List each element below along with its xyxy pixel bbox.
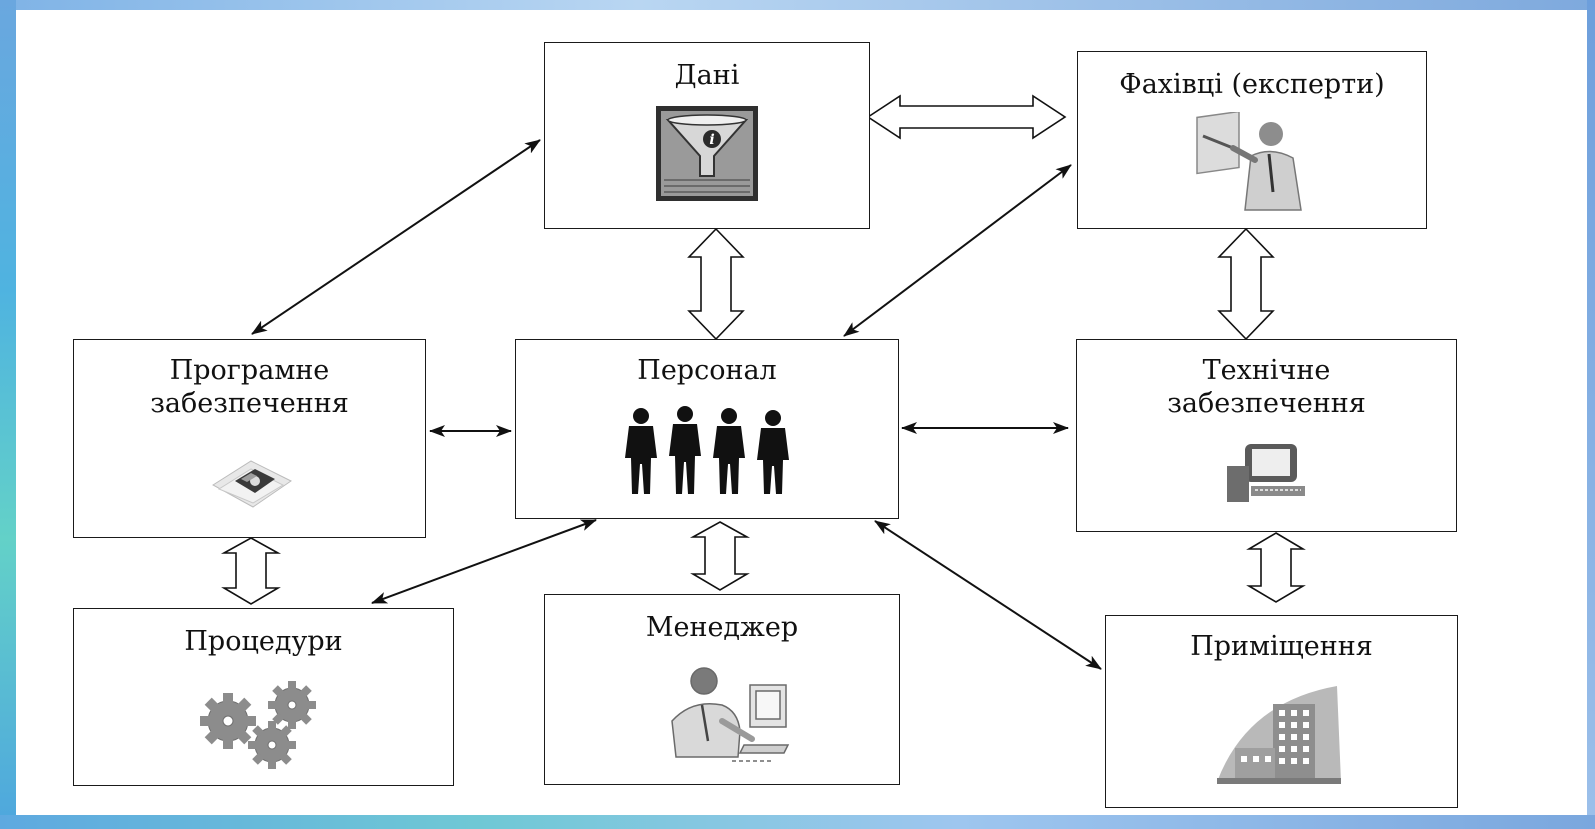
- computer-icon: [1225, 440, 1309, 506]
- link-data-experts: [866, 94, 1067, 140]
- link-software-procedures: [220, 537, 282, 605]
- node-personnel-label: Персонал: [637, 355, 777, 386]
- people-group-icon: [621, 406, 793, 496]
- slide-background-left: [0, 0, 16, 829]
- slide-background-top: [0, 0, 1595, 10]
- node-hardware-label: Технічне забезпечення: [1167, 355, 1366, 419]
- floppy-disk-icon: [205, 451, 295, 511]
- link-data-personnel: [687, 227, 745, 341]
- slide-background-right: [1587, 0, 1595, 829]
- node-manager: Менеджер: [544, 594, 900, 785]
- slide-background-bottom: [0, 815, 1595, 829]
- node-personnel: Персонал: [515, 339, 899, 519]
- link-personnel-premises: [874, 520, 1102, 670]
- link-experts-personnel: [843, 164, 1072, 337]
- link-experts-hardware: [1217, 227, 1275, 341]
- building-icon: [1216, 682, 1347, 788]
- link-personnel-procedures: [371, 519, 597, 604]
- presenter-icon: [1193, 110, 1311, 212]
- svg-text:i: i: [709, 132, 714, 148]
- node-hardware: Технічне забезпечення: [1076, 339, 1457, 532]
- node-software-label: Програмне забезпечення: [150, 355, 349, 419]
- node-premises: Приміщення: [1105, 615, 1458, 808]
- node-procedures-label: Процедури: [184, 626, 343, 657]
- node-data: Дані i: [544, 42, 870, 229]
- node-data-label: Дані: [674, 60, 740, 91]
- node-procedures: Процедури: [73, 608, 454, 786]
- node-software: Програмне забезпечення: [73, 339, 426, 538]
- node-manager-label: Менеджер: [645, 612, 799, 643]
- gears-icon: [198, 681, 330, 771]
- node-premises-label: Приміщення: [1190, 631, 1373, 662]
- link-hardware-premises: [1246, 532, 1306, 603]
- node-experts: Фахівці (експерти): [1077, 51, 1427, 229]
- manager-at-computer-icon: [652, 661, 792, 769]
- node-experts-label: Фахівці (експерти): [1119, 69, 1385, 100]
- funnel-info-icon: i: [656, 106, 758, 201]
- link-personnel-manager: [689, 521, 751, 591]
- link-data-software: [251, 139, 541, 335]
